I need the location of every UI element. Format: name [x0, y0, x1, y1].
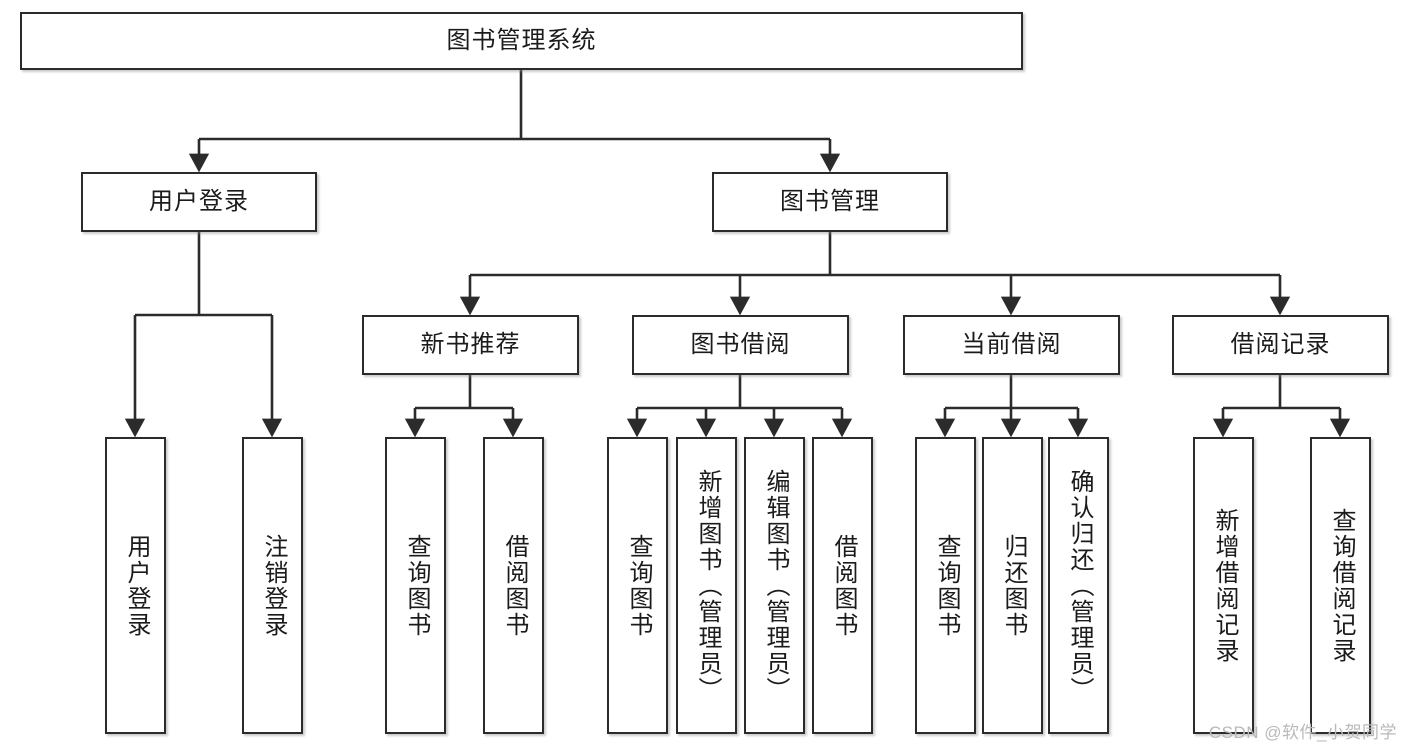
node-leaf-add-book[interactable]: 新增图书（管理员）: [676, 437, 737, 734]
node-leaf-query-book-3[interactable]: 查询图书: [915, 437, 976, 734]
node-leaf-query-record[interactable]: 查询借阅记录: [1310, 437, 1371, 734]
node-leaf-borrow-book-2[interactable]: 借阅图书: [812, 437, 873, 734]
node-book-manage[interactable]: 图书管理: [712, 172, 948, 232]
node-root-book-management-system[interactable]: 图书管理系统: [20, 12, 1023, 70]
node-new-book-recommend[interactable]: 新书推荐: [362, 315, 579, 375]
node-label: 用户登录: [122, 533, 150, 638]
watermark: CSDN @软件_小贺同学: [1208, 723, 1397, 742]
node-label: 查询图书: [624, 533, 652, 638]
node-label: 查询借阅记录: [1327, 507, 1355, 664]
node-label: 当前借阅: [961, 330, 1062, 358]
node-leaf-borrow-book-1[interactable]: 借阅图书: [483, 437, 544, 734]
node-label: 用户登录: [149, 187, 249, 215]
node-label: 借阅记录: [1230, 330, 1331, 358]
node-leaf-confirm-return[interactable]: 确认归还（管理员）: [1048, 437, 1109, 734]
node-leaf-user-login[interactable]: 用户登录: [105, 437, 166, 734]
node-label: 借阅图书: [500, 533, 528, 638]
node-label: 注销登录: [259, 533, 287, 638]
node-user-login[interactable]: 用户登录: [81, 172, 317, 232]
node-current-borrow[interactable]: 当前借阅: [903, 315, 1120, 375]
node-label: 查询图书: [932, 533, 960, 638]
node-leaf-query-book-2[interactable]: 查询图书: [607, 437, 668, 734]
node-label: 新增借阅记录: [1210, 507, 1238, 664]
node-label: 新书推荐: [420, 330, 521, 358]
node-label: 查询图书: [402, 533, 430, 638]
node-label: 借阅图书: [829, 533, 857, 638]
node-book-borrow[interactable]: 图书借阅: [632, 315, 849, 375]
node-leaf-user-logout[interactable]: 注销登录: [242, 437, 303, 734]
node-label: 图书借阅: [690, 330, 791, 358]
node-label: 图书管理系统: [446, 26, 597, 54]
node-leaf-add-record[interactable]: 新增借阅记录: [1193, 437, 1254, 734]
node-leaf-query-book-1[interactable]: 查询图书: [385, 437, 446, 734]
node-borrow-record[interactable]: 借阅记录: [1172, 315, 1389, 375]
node-leaf-edit-book[interactable]: 编辑图书（管理员）: [744, 437, 805, 734]
node-label: 编辑图书（管理员）: [761, 468, 789, 703]
node-label: 图书管理: [780, 187, 880, 215]
node-leaf-return-book[interactable]: 归还图书: [982, 437, 1043, 734]
node-label: 确认归还（管理员）: [1065, 468, 1093, 703]
node-label: 新增图书（管理员）: [693, 468, 721, 703]
node-label: 归还图书: [999, 533, 1027, 638]
